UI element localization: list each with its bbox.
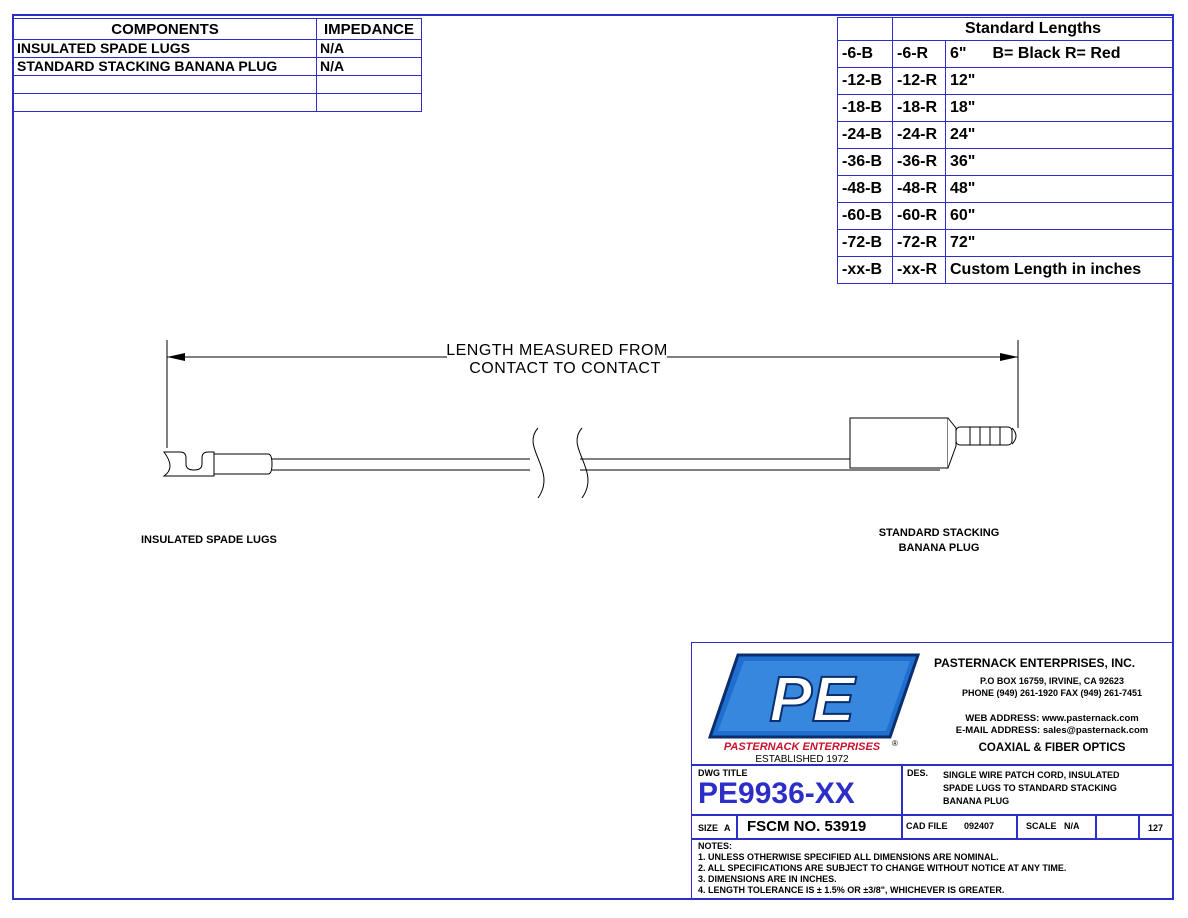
divider-line — [692, 814, 1174, 816]
length-value: 48" — [945, 175, 1174, 203]
company-tagline: COAXIAL & FIBER OPTICS — [978, 742, 1126, 754]
arrowhead-right-icon — [1000, 353, 1018, 361]
description-line2: SPADE LUGS TO STANDARD STACKING — [943, 783, 1117, 793]
length-value: 36" — [945, 148, 1174, 176]
size-label: SIZE — [698, 823, 719, 833]
table-row: INSULATED SPADE LUGS N/A — [13, 39, 422, 58]
drawing-frame — [12, 14, 1174, 900]
banana-plug-pin — [955, 426, 1013, 446]
description-line1: SINGLE WIRE PATCH CORD, INSULATED — [943, 770, 1120, 780]
divider-line — [692, 764, 1174, 766]
dwg-title-label: DWG TITLE — [698, 768, 748, 778]
red-part-number: -24-R — [892, 121, 946, 149]
break-mark-right — [576, 427, 589, 499]
right-component-label-line2: BANANA PLUG — [899, 542, 980, 554]
left-component-label: INSULATED SPADE LUGS — [141, 534, 277, 546]
red-part-number: -48-R — [892, 175, 946, 203]
table-row: -72-B -72-R 72" — [837, 229, 1174, 257]
table-row: -24-B -24-R 24" — [837, 121, 1174, 149]
divider-line — [692, 838, 1174, 840]
length-value: 6" B= Black R= Red — [945, 40, 1174, 68]
table-row: -6-B -6-R 6" B= Black R= Red — [837, 40, 1174, 68]
company-phone: PHONE (949) 261-1920 FAX (949) 261-7451 — [961, 688, 1143, 698]
component-name: STANDARD STACKING BANANA PLUG — [13, 57, 317, 76]
company-address: P.O BOX 16759, IRVINE, CA 92623 — [980, 676, 1124, 686]
table-row: -48-B -48-R 48" — [837, 175, 1174, 203]
right-component-label-line1: STANDARD STACKING — [879, 527, 1000, 539]
red-part-number: -36-R — [892, 148, 946, 176]
note-item: 2. ALL SPECIFICATIONS ARE SUBJECT TO CHA… — [698, 863, 1067, 873]
pe-logo: PE PASTERNACK ENTERPRISES ® ESTABLISHED … — [708, 653, 920, 763]
sheet-number: 127 — [1148, 823, 1164, 833]
table-row: -xx-B -xx-R Custom Length in inches — [837, 256, 1174, 284]
logo-letters: PE — [769, 663, 857, 735]
red-part-number: -6-R — [892, 40, 946, 68]
black-part-number: -6-B — [837, 40, 893, 68]
impedance-header: IMPEDANCE — [316, 18, 422, 40]
spade-lug-icon — [162, 451, 215, 477]
standard-lengths-table: Standard Lengths -6-B -6-R 6" B= Black R=… — [837, 17, 1174, 284]
divider-line — [1095, 814, 1097, 838]
table-row — [13, 93, 422, 112]
company-name: PASTERNACK ENTERPRISES, INC. — [934, 656, 1136, 670]
notes-title: NOTES: — [698, 841, 733, 851]
fscm-number: FSCM NO. 53919 — [747, 818, 867, 835]
black-part-number: -48-B — [837, 175, 893, 203]
logo-company-name: PASTERNACK ENTERPRISES — [724, 741, 881, 753]
table-row: -36-B -36-R 36" — [837, 148, 1174, 176]
length-value: Custom Length in inches — [945, 256, 1174, 284]
components-table: COMPONENTS IMPEDANCE INSULATED SPADE LUG… — [13, 18, 422, 112]
red-part-number: -12-R — [892, 67, 946, 95]
logo-registered: ® — [892, 739, 898, 748]
banana-plug-taper — [947, 417, 957, 469]
black-part-number: -xx-B — [837, 256, 893, 284]
dimension-text-line2: CONTACT TO CONTACT — [469, 360, 661, 377]
note-item: 4. LENGTH TOLERANCE IS ± 1.5% OR ±3/8", … — [698, 885, 1005, 895]
cad-file-label: CAD FILE — [906, 821, 948, 831]
company-web: WEB ADDRESS: www.pasternack.com — [965, 713, 1139, 724]
cable-drawing: LENGTH MEASURED FROM CONTACT TO CONTACT … — [141, 340, 1019, 554]
scale-value: N/A — [1064, 821, 1080, 831]
divider-line — [1138, 814, 1140, 838]
component-impedance — [316, 93, 422, 112]
size-value: A — [724, 823, 731, 833]
divider-line — [901, 764, 903, 838]
scale-label: SCALE — [1026, 821, 1057, 831]
drawing-number: PE9936-XX — [698, 777, 855, 810]
cad-file-value: 092407 — [964, 821, 995, 831]
lengths-header-row: Standard Lengths — [837, 17, 1174, 41]
note-item: 1. UNLESS OTHERWISE SPECIFIED ALL DIMENS… — [698, 852, 999, 862]
description-line3: BANANA PLUG — [943, 796, 1010, 806]
title-block: PE PASTERNACK ENTERPRISES ® ESTABLISHED … — [691, 642, 1174, 899]
divider-line — [1016, 814, 1018, 838]
banana-plug-tip — [1011, 427, 1017, 445]
dimension-text-line1: LENGTH MEASURED FROM — [446, 342, 668, 359]
divider-line — [736, 814, 738, 838]
des-label: DES. — [907, 768, 929, 778]
insulation-sleeve — [213, 453, 273, 475]
red-part-number: -xx-R — [892, 256, 946, 284]
black-part-number: -18-B — [837, 94, 893, 122]
arrowhead-left-icon — [167, 353, 185, 361]
logo-established: ESTABLISHED 1972 — [755, 754, 849, 763]
table-row: STANDARD STACKING BANANA PLUG N/A — [13, 57, 422, 76]
black-part-number: -60-B — [837, 202, 893, 230]
company-email: E-MAIL ADDRESS: sales@pasternack.com — [955, 725, 1149, 736]
length-inches: 6" — [950, 45, 967, 62]
color-legend: B= Black R= Red — [992, 45, 1121, 62]
break-mark-left — [532, 427, 545, 499]
banana-plug-body — [849, 417, 949, 469]
table-row: -18-B -18-R 18" — [837, 94, 1174, 122]
black-part-number: -36-B — [837, 148, 893, 176]
note-item: 3. DIMENSIONS ARE IN INCHES. — [698, 874, 837, 884]
